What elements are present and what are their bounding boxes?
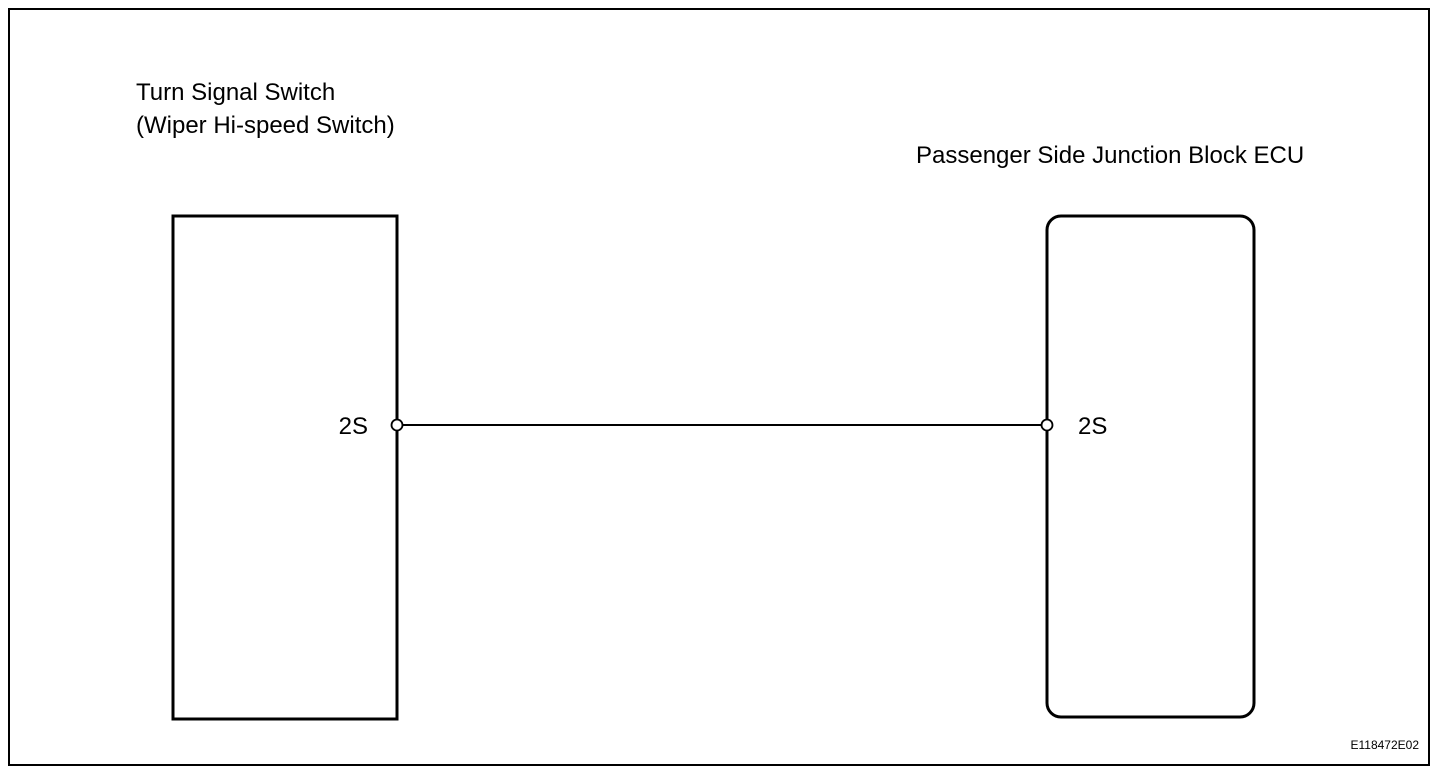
junction-block-ecu-terminal-label: 2S [1078,413,1107,440]
turn-signal-switch-component: Turn Signal Switch (Wiper Hi-speed Switc… [136,79,399,721]
junction-block-ecu-label: Passenger Side Junction Block ECU [916,142,1304,169]
junction-block-ecu-terminal-marker [1040,418,1054,432]
turn-signal-switch-terminal-marker [390,418,404,432]
turn-signal-switch-box [171,214,399,721]
figure-code: E118472E02 [1350,738,1419,752]
junction-block-ecu-box [1045,214,1256,719]
turn-signal-switch-label-line2: (Wiper Hi-speed Switch) [136,112,395,139]
turn-signal-switch-label-line1: Turn Signal Switch [136,79,335,106]
turn-signal-switch-terminal-label: 2S [339,413,368,440]
junction-block-ecu-component: Passenger Side Junction Block ECU 2S [916,142,1304,719]
